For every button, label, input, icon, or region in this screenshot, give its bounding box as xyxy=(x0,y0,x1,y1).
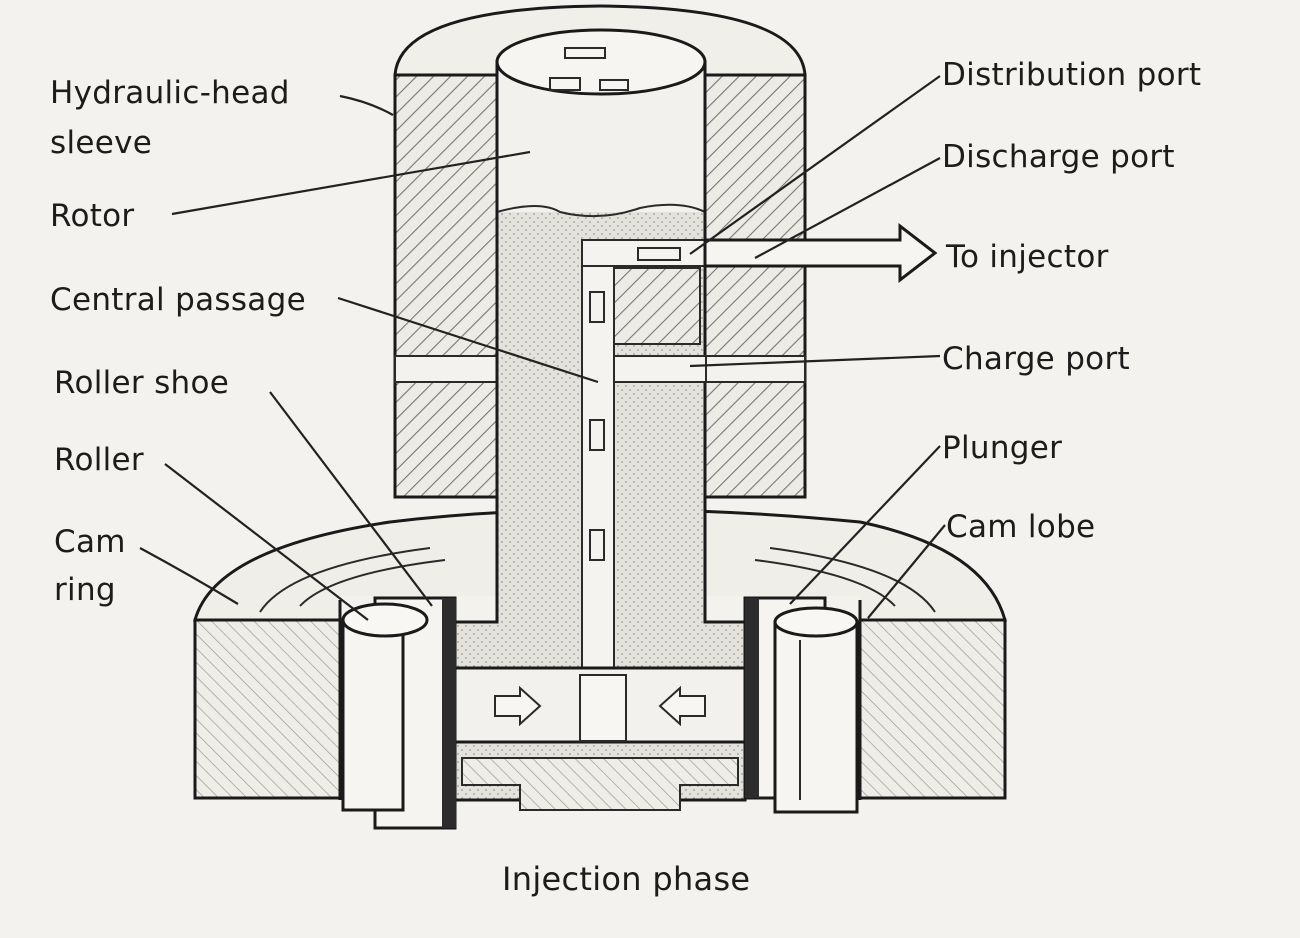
label-charge-port: Charge port xyxy=(942,341,1130,377)
label-roller: Roller xyxy=(54,442,144,478)
label-distribution-port: Distribution port xyxy=(942,57,1201,93)
label-rotor: Rotor xyxy=(50,198,134,234)
label-cam-ring-1: Cam xyxy=(54,524,126,560)
label-discharge-port: Discharge port xyxy=(942,139,1175,175)
label-hydraulic-head-sleeve-2: sleeve xyxy=(50,125,152,161)
label-plunger: Plunger xyxy=(942,430,1062,466)
label-cam-ring-2: ring xyxy=(54,572,116,608)
to-injector-arrow xyxy=(703,222,938,284)
label-cam-lobe: Cam lobe xyxy=(946,509,1095,545)
leader-lines xyxy=(139,75,946,621)
central-passage xyxy=(581,239,707,681)
roller-right xyxy=(773,606,859,814)
roller-left xyxy=(341,602,429,812)
label-hydraulic-head-sleeve-1: Hydraulic-head xyxy=(50,75,290,111)
label-central-passage: Central passage xyxy=(50,282,306,318)
label-roller-shoe: Roller shoe xyxy=(54,365,229,401)
figure-caption: Injection phase xyxy=(502,860,750,898)
label-to-injector: To injector xyxy=(945,239,1109,275)
